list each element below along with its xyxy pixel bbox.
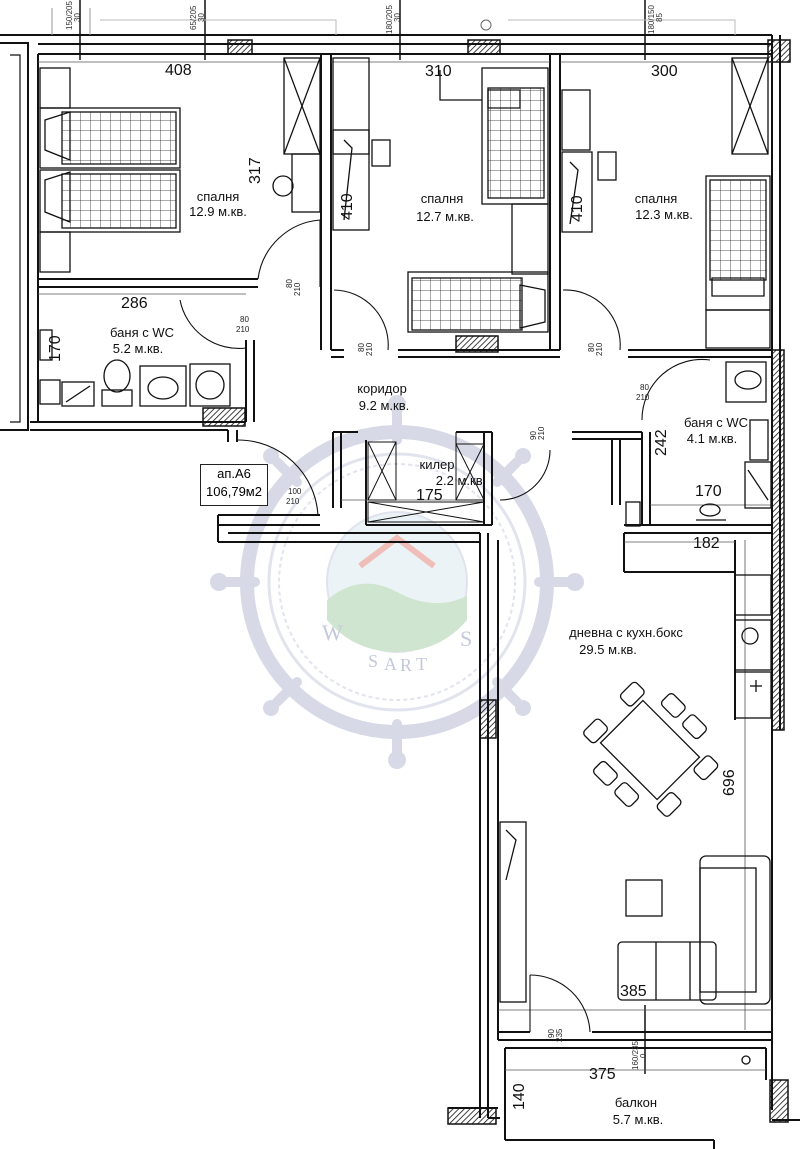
room-area-bedroom-3: 12.3 м.кв. [635, 207, 693, 222]
dim-410-a: 410 [339, 193, 356, 220]
room-name-bedroom-2: спалня [420, 191, 464, 206]
dim-317: 317 [247, 157, 264, 184]
window-3-sill: 30 [393, 13, 402, 22]
apartment-name: ап.А6 [217, 466, 251, 481]
watermark-letter-t: T [416, 654, 427, 674]
room-name-living: дневна с кухн.бокс [569, 625, 683, 640]
window-5-sill: 0 [639, 1053, 648, 1058]
door-storage-height: 210 [537, 426, 546, 440]
room-name-bath-1: баня с WC [110, 325, 174, 340]
dim-242: 242 [653, 429, 670, 456]
room-area-living: 29.5 м.кв. [579, 642, 637, 657]
room-name-storage: килер [419, 457, 455, 472]
walls [0, 34, 800, 1149]
dim-140: 140 [511, 1083, 528, 1110]
room-area-corridor: 9.2 м.кв. [358, 398, 410, 413]
top-outline [51, 8, 736, 35]
watermark-logo [210, 395, 584, 769]
dim-310: 310 [425, 63, 452, 80]
door-bath2-width: 80 [640, 383, 649, 392]
door-bed3-height: 210 [595, 342, 604, 356]
room-name-balcony: балкон [614, 1095, 658, 1110]
door-entry-height: 210 [286, 497, 300, 506]
room-area-bedroom-1: 12.9 м.кв. [189, 204, 247, 219]
watermark-letter-w: W [322, 620, 343, 645]
door-bed2-height: 210 [365, 342, 374, 356]
door-bath1-width: 80 [240, 315, 249, 324]
room-area-bedroom-2: 12.7 м.кв. [416, 209, 474, 224]
dim-410-b: 410 [569, 195, 586, 222]
columns [202, 39, 791, 1125]
door-bath2-height: 210 [636, 393, 650, 402]
dimension-lines [38, 61, 772, 1071]
furniture [39, 57, 772, 1065]
door-bed1-height: 210 [293, 282, 302, 296]
room-area-bath-2: 4.1 м.кв. [686, 431, 738, 446]
window-1-sill: 30 [73, 13, 82, 22]
storage-shelves [367, 441, 485, 523]
dim-286: 286 [121, 295, 148, 312]
door-entry-width: 100 [288, 487, 302, 496]
dim-385: 385 [620, 983, 647, 1000]
room-name-bedroom-1: спалня [196, 189, 240, 204]
window-2-sill: 30 [197, 13, 206, 22]
dim-182: 182 [693, 535, 720, 552]
window-4-sill: 85 [655, 13, 664, 22]
apartment-label: ап.А6 106,79м2 [200, 464, 268, 506]
watermark-letter-s1: S [460, 626, 473, 651]
dim-300: 300 [651, 63, 678, 80]
watermark-letter-a: A [384, 654, 397, 674]
dim-170-b: 170 [695, 483, 722, 500]
dim-408: 408 [165, 62, 192, 79]
window-ticks [79, 0, 646, 1074]
room-area-bath-1: 5.2 м.кв. [112, 341, 164, 356]
door-balcony-height: 235 [555, 1028, 564, 1042]
room-name-bedroom-3: спалня [634, 191, 678, 206]
dim-175: 175 [416, 487, 443, 504]
watermark-letter-r: R [400, 655, 413, 675]
room-area-storage: 2.2 м.кв. [435, 473, 487, 488]
door-bath1-height: 210 [236, 325, 250, 334]
room-name-bath-2: баня с WC [684, 415, 748, 430]
dim-170-a: 170 [47, 335, 64, 362]
room-area-balcony: 5.7 м.кв. [612, 1112, 664, 1127]
door-swings [179, 219, 711, 1033]
apartment-area: 106,79м2 [206, 484, 262, 499]
watermark-letter-s2: S [368, 651, 379, 671]
dim-375: 375 [589, 1066, 616, 1083]
room-name-corridor: коридор [357, 381, 407, 396]
dim-696: 696 [721, 769, 738, 796]
